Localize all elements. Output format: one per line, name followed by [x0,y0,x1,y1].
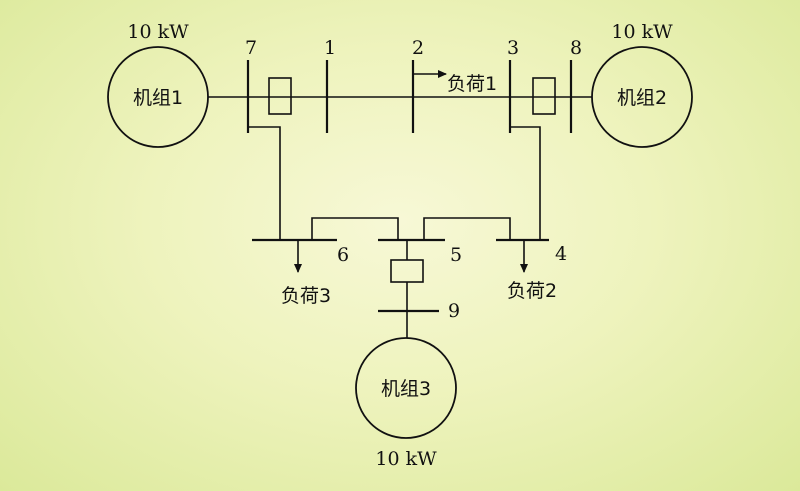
generator-3-label: 机组3 [381,378,431,400]
generator-1: 机组1 10 kW [107,21,209,148]
generator-1-label: 机组1 [133,87,183,109]
generator-3: 机组3 10 kW [355,337,457,470]
load-2-label: 负荷2 [507,280,557,302]
line-bus6-bus5 [311,217,399,240]
transformer-3 [390,259,424,283]
generator-1-power: 10 kW [127,21,189,43]
generator-2: 机组2 10 kW [591,21,693,148]
line-bus7-bus6 [248,126,281,240]
generator-2-label: 机组2 [617,87,667,109]
bus-8-label: 8 [570,37,582,59]
bus-3-label: 3 [507,37,519,59]
load-3-label: 负荷3 [281,285,331,307]
generator-3-circle [355,337,457,439]
transformer-2 [532,77,556,115]
bus-6-label: 6 [337,244,349,266]
line-bus5-bus4 [423,217,511,240]
bus-9-label: 9 [448,300,460,322]
generator-3-power: 10 kW [375,448,437,470]
line-bus3-bus4 [510,126,541,240]
bus-7-label: 7 [245,37,257,59]
generator-2-power: 10 kW [611,21,673,43]
bus-5-label: 5 [450,244,462,266]
load-1-label: 负荷1 [447,73,497,95]
bus-4-label: 4 [555,243,567,265]
bus-1-label: 1 [324,37,336,59]
bus-2-label: 2 [412,37,424,59]
transformer-1 [268,77,292,115]
